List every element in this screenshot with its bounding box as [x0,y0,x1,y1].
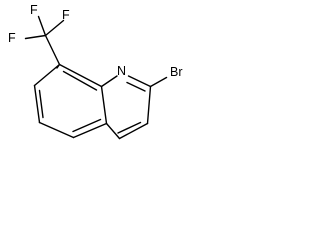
fluorine-label-top-right: F [62,8,70,22]
fluorine-label-top-left: F [30,3,38,17]
quinoline-structure-diagram: F F F N Br [8,3,183,140]
ring-inner-double-bond [62,70,98,91]
ring-fusion-bond [100,85,108,125]
bromine-label: Br [170,65,183,79]
structure-canvas: F F F N Br [0,0,192,174]
nitrogen-label: N [117,64,126,78]
c-br-bond [149,76,168,88]
ring-inner-double-bond [117,121,142,134]
ring-bond-short [56,63,61,69]
ring-bond [118,122,149,140]
ring-inner-double-bond [72,118,102,133]
ring-bond [105,122,121,140]
ring-bond [38,121,75,139]
c-n-bond [100,75,118,88]
fluorine-label-left: F [8,31,16,45]
ring-bond [58,63,103,88]
c-f-bond-left [24,34,47,40]
c-f-bond-top-right [44,19,65,37]
ring-bond [33,63,61,87]
n-c-bond [127,75,152,88]
c-f-bond-top-left [37,15,47,37]
ring-inner-double-bond [38,89,44,119]
cf3-to-ring-bond [44,34,61,66]
ring-bond [72,122,108,139]
ring-bond [146,85,152,125]
n-c-double-bond [126,81,146,92]
ring-bond [33,84,41,124]
